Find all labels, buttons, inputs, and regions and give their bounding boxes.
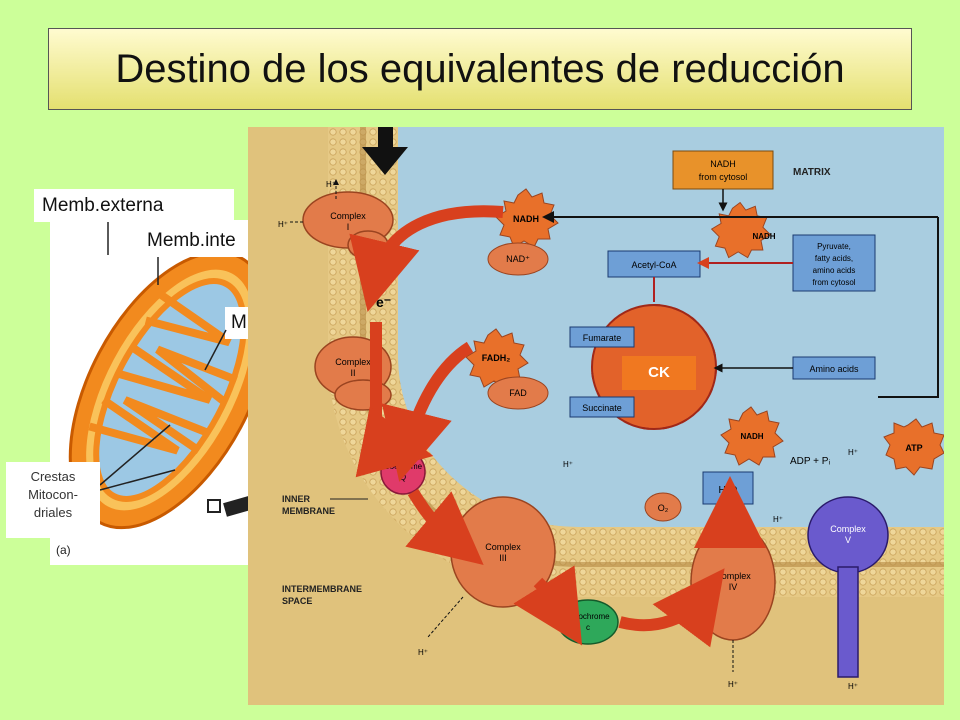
svg-text:H₂O: H₂O bbox=[719, 485, 738, 496]
svg-text:H⁺: H⁺ bbox=[848, 448, 858, 457]
cristae-line-3: driales bbox=[33, 505, 73, 520]
cristae-label: Crestas Mitocon- driales bbox=[6, 462, 100, 538]
ck-label: CK bbox=[622, 356, 696, 390]
label-pointers bbox=[99, 222, 227, 491]
svg-text:H⁺: H⁺ bbox=[848, 682, 858, 691]
inner-membrane-text-2: MEMBRANE bbox=[282, 506, 335, 516]
svg-text:H⁺: H⁺ bbox=[278, 220, 288, 229]
inner-membrane-label: Memb.inte bbox=[140, 225, 255, 257]
svg-text:FADH₂: FADH₂ bbox=[482, 353, 511, 363]
svg-text:I: I bbox=[347, 222, 350, 232]
svg-text:ADP + Pᵢ: ADP + Pᵢ bbox=[790, 456, 830, 467]
svg-text:FAD: FAD bbox=[509, 388, 527, 398]
svg-text:Q: Q bbox=[400, 473, 406, 482]
svg-text:IV: IV bbox=[729, 582, 738, 592]
inner-membrane-text-1: INNER bbox=[282, 494, 311, 504]
svg-text:II: II bbox=[350, 368, 355, 378]
svg-text:H⁺: H⁺ bbox=[728, 680, 738, 689]
svg-text:amino acids: amino acids bbox=[813, 266, 856, 275]
svg-text:Amino acids: Amino acids bbox=[809, 364, 859, 374]
svg-text:NADH: NADH bbox=[752, 232, 775, 241]
intermembrane-text-2: SPACE bbox=[282, 596, 312, 606]
svg-text:Complex: Complex bbox=[335, 357, 371, 367]
page-title: Destino de los equivalentes de reducción bbox=[115, 46, 845, 91]
matrix-text: MATRIX bbox=[793, 167, 831, 178]
svg-text:Fumarate: Fumarate bbox=[583, 333, 622, 343]
outer-membrane-label: Memb.externa bbox=[34, 189, 234, 222]
svg-text:from cytosol: from cytosol bbox=[699, 172, 748, 182]
svg-text:Coenzyme: Coenzyme bbox=[384, 462, 423, 471]
svg-text:NADH: NADH bbox=[513, 214, 539, 224]
svg-text:Pyruvate,: Pyruvate, bbox=[817, 242, 851, 251]
svg-text:c: c bbox=[586, 623, 590, 632]
svg-text:Complex: Complex bbox=[715, 571, 751, 581]
svg-text:NAD⁺: NAD⁺ bbox=[506, 254, 530, 264]
svg-text:NADH: NADH bbox=[740, 432, 763, 441]
svg-text:H⁺: H⁺ bbox=[773, 515, 783, 524]
svg-text:from cytosol: from cytosol bbox=[812, 278, 855, 287]
coenzyme-q: Coenzyme Q bbox=[380, 449, 426, 495]
svg-text:H⁺: H⁺ bbox=[326, 180, 336, 189]
electron-transport-diagram: MATRIX INNER MEMBRANE INTERMEMBRANE SPAC… bbox=[248, 127, 944, 705]
svg-text:NADH: NADH bbox=[710, 159, 736, 169]
svg-text:Succinate: Succinate bbox=[582, 403, 622, 413]
svg-text:ATP: ATP bbox=[905, 443, 922, 453]
svg-text:O₂: O₂ bbox=[658, 503, 669, 513]
inflow-arrow-icon bbox=[362, 127, 408, 175]
svg-text:V: V bbox=[845, 535, 851, 545]
svg-text:fatty acids,: fatty acids, bbox=[815, 254, 853, 263]
panel-a-label: (a) bbox=[56, 543, 71, 557]
svg-text:Acetyl-CoA: Acetyl-CoA bbox=[631, 260, 676, 270]
cytochrome-c: Cytochrome c bbox=[557, 599, 619, 645]
svg-text:III: III bbox=[499, 553, 507, 563]
svg-text:Complex: Complex bbox=[330, 211, 366, 221]
svg-text:e⁻: e⁻ bbox=[376, 294, 391, 310]
complex-4: Complex IV bbox=[690, 523, 776, 641]
complex-5: Complex V bbox=[807, 496, 889, 678]
title-box: Destino de los equivalentes de reducción bbox=[48, 28, 912, 110]
cristae-line-2: Mitocon- bbox=[28, 487, 78, 502]
svg-text:Cytochrome: Cytochrome bbox=[566, 612, 610, 621]
svg-text:Complex: Complex bbox=[830, 524, 866, 534]
cristae-line-1: Crestas bbox=[30, 469, 76, 484]
svg-text:H⁺: H⁺ bbox=[418, 648, 428, 657]
svg-text:H⁺: H⁺ bbox=[563, 460, 573, 469]
svg-text:Complex: Complex bbox=[485, 542, 521, 552]
mitochondrion-illustration: (a) bbox=[50, 220, 260, 565]
intermembrane-text-1: INTERMEMBRANE bbox=[282, 584, 362, 594]
